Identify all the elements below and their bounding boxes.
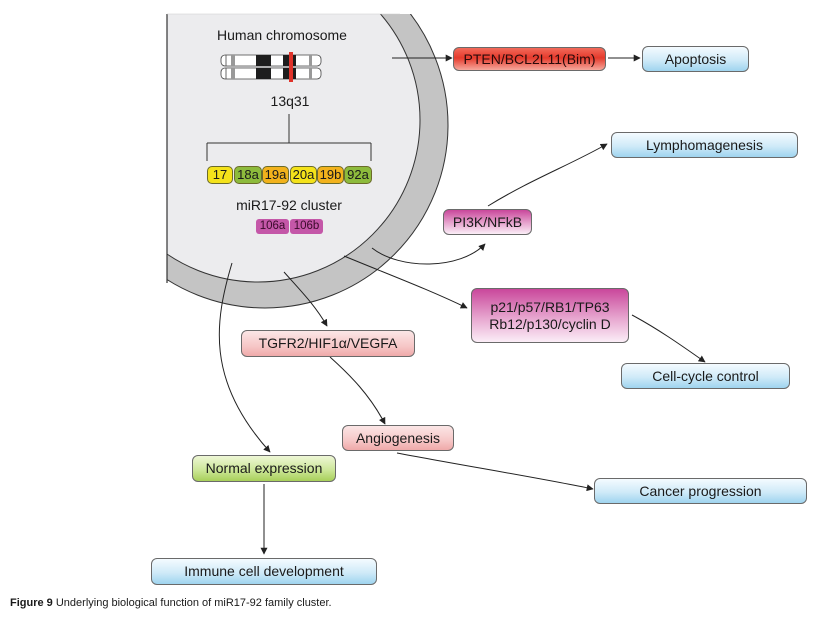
node-pten-bim: PTEN/BCL2L11(Bim) — [453, 47, 606, 71]
cell — [167, 14, 449, 309]
node-apoptosis: Apoptosis — [642, 46, 749, 72]
mirna-badge-106b: 106b — [290, 219, 323, 234]
chromosome-title: Human chromosome — [217, 27, 347, 43]
arrow-to-normal-expression — [218, 262, 271, 453]
locus-marker — [289, 52, 293, 82]
figure-label: Figure 9 — [10, 597, 53, 609]
mirna-badge-92a: 92a — [344, 166, 372, 184]
arrow-p21-to-cellcycle — [631, 314, 706, 363]
chromosome-icon — [220, 52, 322, 82]
node-pi3k-nfkb: PI3K/NFkB — [443, 209, 532, 235]
figure-caption: Figure 9 Underlying biological function … — [10, 597, 332, 609]
cluster-label: miR17-92 cluster — [236, 197, 342, 213]
node-angiogenesis: Angiogenesis — [342, 425, 454, 451]
cluster-bracket — [206, 114, 372, 161]
node-cancer-progression: Cancer progression — [594, 478, 807, 504]
mirna-badge-19a: 19a — [262, 166, 289, 184]
arrow-to-pi3k — [371, 243, 486, 265]
locus-label: 13q31 — [270, 93, 310, 109]
node-p21-group: p21/p57/RB1/TP63 Rb12/p130/cyclin D — [471, 288, 629, 343]
mirna-badge-20a: 20a — [290, 166, 317, 184]
mir17-92-diagram: Human chromosome 13q31 17 18a 19a 20a 19… — [151, 13, 807, 585]
diagram-canvas — [166, 13, 706, 555]
arrow-pi3k-to-lymphomagenesis — [487, 143, 608, 207]
node-p21-line1: p21/p57/RB1/TP63 — [490, 298, 610, 315]
mirna-badge-106a: 106a — [256, 219, 289, 234]
mirna-badge-19b: 19b — [317, 166, 344, 184]
node-cell-cycle-control: Cell-cycle control — [621, 363, 790, 389]
node-p21-line2: Rb12/p130/cyclin D — [489, 315, 611, 332]
arrow-to-p21 — [343, 255, 468, 309]
mirna-badge-18a: 18a — [234, 166, 262, 184]
arrow-tgfr2-to-angiogenesis — [329, 356, 386, 425]
caption-text: Underlying biological function of miR17-… — [52, 597, 332, 609]
arrow-to-tgfr2 — [283, 271, 328, 327]
node-normal-expression: Normal expression — [192, 455, 336, 482]
cell-nucleus — [167, 14, 421, 283]
node-immune-cell-development: Immune cell development — [151, 558, 377, 585]
mirna-badge-17: 17 — [207, 166, 233, 184]
arrow-angiogenesis-to-cancer — [396, 452, 594, 492]
node-tgfr2-hif1a-vegfa: TGFR2/HIF1α/VEGFA — [241, 330, 415, 357]
node-lymphomagenesis: Lymphomagenesis — [611, 132, 798, 158]
